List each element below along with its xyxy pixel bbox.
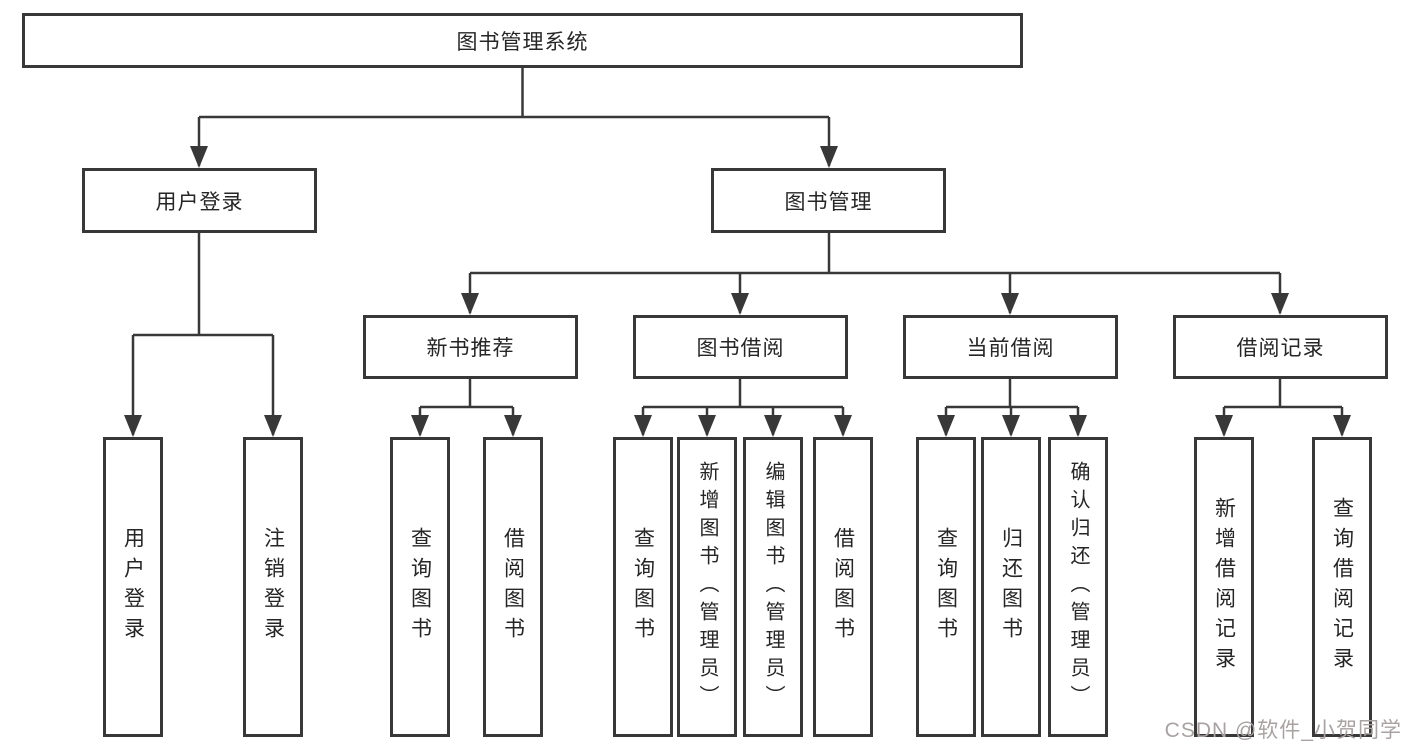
leaf-nb-query-book: 查询图书	[390, 437, 450, 737]
node-user-login: 用户登录	[82, 168, 317, 233]
leaf-logout-label: 注销登录	[261, 527, 285, 647]
node-root: 图书管理系统	[22, 13, 1023, 68]
leaf-bb-borrow-book: 借阅图书	[813, 437, 873, 737]
leaf-br-query-record-label: 查询借阅记录	[1330, 497, 1354, 677]
leaf-nb-query-book-label: 查询图书	[408, 527, 432, 647]
node-book-borrow: 图书借阅	[633, 315, 848, 379]
leaf-bb-add-book-admin-label: 新增图书（管理员）	[696, 461, 718, 713]
leaf-user-login: 用户登录	[103, 437, 163, 737]
node-new-book-recommend: 新书推荐	[363, 315, 578, 379]
node-borrow-record: 借阅记录	[1173, 315, 1388, 379]
leaf-bb-query-book: 查询图书	[613, 437, 673, 737]
leaf-cb-query-book: 查询图书	[916, 437, 976, 737]
leaf-bb-edit-book-admin-label: 编辑图书（管理员）	[762, 461, 784, 713]
leaf-nb-borrow-book: 借阅图书	[483, 437, 543, 737]
node-book-management: 图书管理	[711, 168, 946, 233]
leaf-bb-edit-book-admin: 编辑图书（管理员）	[743, 437, 803, 737]
leaf-cb-return-book: 归还图书	[981, 437, 1041, 737]
leaf-bb-query-book-label: 查询图书	[631, 527, 655, 647]
leaf-br-add-record: 新增借阅记录	[1194, 437, 1254, 737]
leaf-br-query-record: 查询借阅记录	[1312, 437, 1372, 737]
leaf-nb-borrow-book-label: 借阅图书	[501, 527, 525, 647]
leaf-cb-confirm-return-admin-label: 确认归还（管理员）	[1067, 461, 1089, 713]
leaf-br-add-record-label: 新增借阅记录	[1212, 497, 1236, 677]
csdn-watermark: CSDN @软件_小贺同学	[1164, 719, 1402, 742]
leaf-cb-query-book-label: 查询图书	[934, 527, 958, 647]
leaf-cb-return-book-label: 归还图书	[999, 527, 1023, 647]
leaf-cb-confirm-return-admin: 确认归还（管理员）	[1048, 437, 1108, 737]
leaf-logout: 注销登录	[243, 437, 303, 737]
leaf-bb-add-book-admin: 新增图书（管理员）	[677, 437, 737, 737]
node-current-borrow: 当前借阅	[903, 315, 1118, 379]
leaf-user-login-label: 用户登录	[121, 527, 145, 647]
leaf-bb-borrow-book-label: 借阅图书	[831, 527, 855, 647]
